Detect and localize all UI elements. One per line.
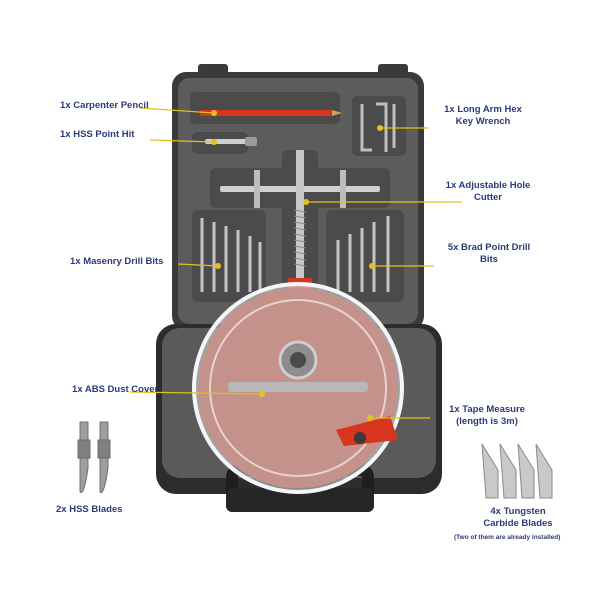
leader-lines — [129, 107, 462, 419]
tape-measure — [336, 416, 398, 446]
hss-blades — [77, 421, 111, 493]
carpenter-pencil — [200, 110, 342, 116]
label-brad-point-drill-bits: 5x Brad Point Drill Bits — [432, 242, 546, 266]
label-tape-measure-line1: 1x Tape Measure — [449, 404, 525, 415]
tungsten-carbide-blades — [481, 443, 553, 499]
label-hex-key-wrench-line2: Key Wrench — [455, 116, 511, 127]
label-tape-measure-line2: (length is 3m) — [456, 416, 518, 427]
label-tungsten-carbide-blades-line2: Carbide Blades — [483, 518, 553, 529]
abs-dust-cover — [192, 282, 404, 494]
label-adjustable-hole-cutter-line2: Cutter — [474, 192, 502, 203]
masonry-drill-bits — [200, 218, 262, 292]
label-abs-dust-cover: 1x ABS Dust Cover — [72, 384, 159, 395]
label-hss-point-bit: 1x HSS Point Hit — [60, 129, 135, 140]
label-carpenter-pencil: 1x Carpenter Pencil — [60, 100, 149, 111]
label-masonry-drill-bits: 1x Masenry Drill Bits — [70, 256, 164, 267]
label-hex-key-wrench-line1: 1x Long Arm Hex — [444, 104, 522, 115]
label-hex-key-wrench: 1x Long Arm Hex Key Wrench — [428, 104, 538, 128]
label-brad-point-drill-bits-line1: 5x Brad Point Drill — [447, 242, 531, 253]
label-adjustable-hole-cutter: 1x Adjustable Hole Cutter — [432, 180, 544, 204]
label-brad-point-drill-bits-line2: Bits — [480, 254, 498, 265]
center-bearing — [278, 340, 318, 380]
label-tungsten-carbide-blades: 4x Tungsten Carbide Blades — [466, 506, 570, 530]
note-carbide-installed: (Two of them are already installed) — [454, 534, 561, 541]
hex-key-wrench — [360, 102, 396, 152]
label-tape-measure: 1x Tape Measure (length is 3m) — [432, 404, 542, 428]
label-tungsten-carbide-blades-line1: 4x Tungsten — [490, 506, 546, 517]
leader-dots — [211, 110, 383, 421]
label-adjustable-hole-cutter-line1: 1x Adjustable Hole — [445, 180, 531, 191]
label-hss-blades: 2x HSS Blades — [56, 504, 123, 515]
brad-point-drill-bits — [336, 216, 390, 292]
